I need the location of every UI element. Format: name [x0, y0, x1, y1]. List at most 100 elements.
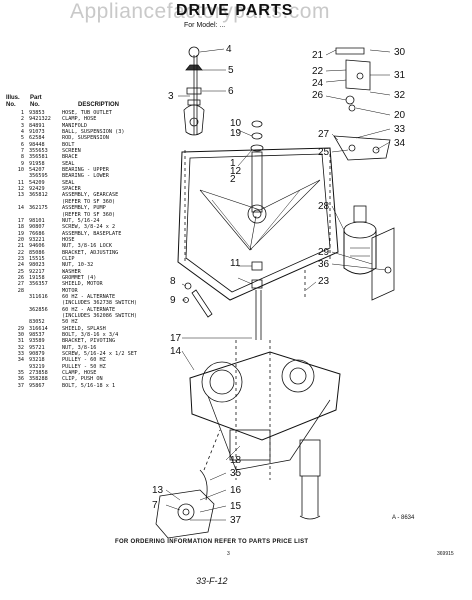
part-number: 365812 [29, 192, 48, 199]
header-illus: Illus. [6, 95, 20, 101]
part-description: SEAL [62, 179, 75, 186]
part-description: PULLEY - 50 HZ [62, 363, 106, 370]
callout-1: 1 [230, 158, 236, 169]
callout-21: 21 [312, 50, 324, 61]
callout-12: 12 [230, 166, 242, 177]
callout-33: 33 [394, 124, 406, 135]
illus-number: 35 [17, 370, 24, 377]
illus-number: 22 [17, 249, 24, 256]
part-description: BALL, SUSPENSION (3) [62, 129, 125, 136]
suspension-hardware [183, 46, 205, 136]
illus-number: 2 [20, 116, 24, 123]
part-number: 93589 [29, 338, 45, 345]
illus-number: 4 [20, 129, 24, 136]
parts-list-row: 83052 50 HZ [6, 319, 137, 325]
illus-number: 7 [20, 148, 24, 155]
part-number: 84891 [29, 122, 45, 129]
part-number: 355653 [29, 148, 48, 155]
header-description: DESCRIPTION [78, 102, 120, 108]
part-description: BOLT, 3/8-16 x 3/4 [62, 332, 119, 339]
part-description: (INCLUDES 362086 SWITCH) [62, 313, 137, 319]
part-description: ASSEMBLY, BASEPLATE [62, 230, 122, 237]
illus-number: 20 [17, 236, 24, 243]
callout-34: 34 [394, 138, 406, 149]
callout-23: 23 [318, 276, 330, 287]
callout-7: 7 [152, 500, 158, 511]
callout-8: 8 [170, 276, 176, 287]
callout-9: 9 [170, 295, 176, 306]
part-description: BOLT, 5/16-18 x 1 [62, 382, 116, 389]
baseplate [177, 120, 339, 301]
part-number: 91073 [29, 129, 45, 136]
part-description: SEAL [62, 160, 75, 167]
brace-part [183, 282, 213, 318]
part-description: 60 HZ - ALTERNATE [62, 293, 116, 300]
part-number: 362856 [29, 306, 48, 313]
part-description: NUT, 3/8-16 [62, 344, 97, 351]
part-number: 311616 [29, 293, 48, 300]
illus-number: 9 [20, 160, 24, 167]
part-number: 356357 [29, 281, 48, 288]
illus-number: 25 [17, 268, 24, 275]
part-number: 356595 [29, 173, 48, 180]
header-no: No. [6, 102, 16, 108]
part-description: NUT, 3/8-16 LOCK [62, 243, 112, 250]
parts-list-row: (REFER TO SF 360) [6, 199, 137, 205]
parts-list-row: 33 90879 SCREW, 5/16-24 x 1/2 SET [6, 351, 137, 357]
parts-list-row: 311616 60 HZ - ALTERNATE [6, 294, 137, 300]
callout-25: 25 [318, 147, 330, 158]
callout-24: 24 [312, 78, 324, 89]
part-number: 62584 [29, 135, 45, 142]
callout-36: 36 [318, 259, 330, 270]
part-description: BRACE [62, 154, 78, 161]
illus-number: 29 [17, 325, 24, 332]
callout-30: 30 [394, 47, 406, 58]
part-number: 90879 [29, 351, 45, 358]
callout-26: 26 [312, 90, 324, 101]
handwritten-note: 33-F-12 [196, 576, 228, 586]
part-description: MOTOR [62, 287, 78, 294]
callout-6: 6 [228, 86, 234, 97]
part-number: 358288 [29, 376, 48, 383]
illus-number: 10 [17, 167, 24, 174]
part-number: 94606 [29, 243, 45, 250]
part-number: 273858 [29, 370, 48, 377]
part-number: 54209 [29, 179, 45, 186]
callout-labels: 1234567891011121314151617181920212223242… [152, 44, 406, 526]
illus-number: 33 [17, 351, 24, 358]
part-number: 15515 [29, 255, 45, 262]
parts-list-header: Illus.Part No.No.DESCRIPTION [6, 95, 119, 109]
part-description: CLAMP, HOSE [62, 370, 97, 377]
part-description: 50 HZ [62, 319, 78, 326]
part-number: 316614 [29, 325, 48, 332]
part-description: BRACKET, PIVOTING [62, 338, 116, 345]
part-description: WASHER [62, 268, 81, 275]
callout-22: 22 [312, 66, 324, 77]
callout-37: 37 [230, 515, 242, 526]
illus-number: 31 [17, 338, 24, 345]
part-number: 93219 [29, 363, 45, 370]
motor-assembly [333, 47, 395, 301]
part-number: 83052 [29, 319, 45, 326]
illus-number: 27 [17, 281, 24, 288]
part-description: SCREW, 5/16-24 x 1/2 SET [62, 351, 137, 358]
